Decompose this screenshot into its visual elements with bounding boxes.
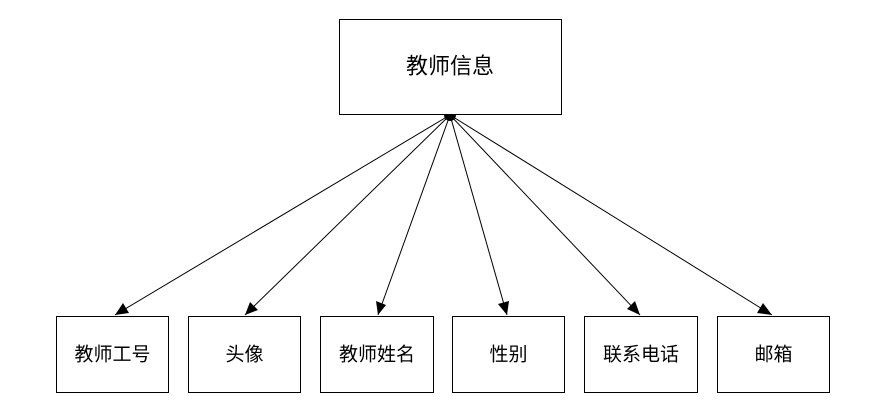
child-node-label: 教师姓名 [339, 344, 415, 366]
edge-to-email [449, 114, 773, 316]
arrowhead-phone [627, 301, 640, 315]
child-node-avatar: 头像 [188, 316, 301, 393]
edge-to-gender [449, 114, 508, 316]
edge-to-avatar [244, 114, 451, 316]
child-node-label: 邮箱 [754, 344, 792, 366]
arrowhead-teacher-name [376, 301, 386, 315]
edge-to-teacher-id [114, 114, 451, 316]
child-node-box [452, 316, 565, 393]
child-node-phone: 联系电话 [584, 316, 698, 393]
child-node-label: 性别 [489, 344, 527, 366]
child-node-gender: 性别 [452, 316, 565, 393]
edge-to-teacher-name [377, 114, 451, 316]
child-node-box [320, 316, 434, 393]
arrowhead-teacher-id [115, 303, 129, 315]
edge-to-phone [449, 114, 641, 316]
child-node-email: 邮箱 [717, 316, 830, 393]
root-node-box [339, 19, 562, 115]
child-node-box [188, 316, 301, 393]
arrowhead-email [757, 303, 772, 315]
arrowhead-avatar [245, 302, 258, 315]
child-node-label: 头像 [225, 344, 263, 366]
root-node: 教师信息 [339, 19, 562, 115]
child-node-box [56, 316, 169, 393]
child-node-label: 教师工号 [74, 344, 150, 366]
edges [114, 114, 773, 316]
arrowhead-gender [498, 301, 509, 315]
child-node-teacher-id: 教师工号 [56, 316, 169, 393]
child-node-box [717, 316, 830, 393]
child-node-teacher-name: 教师姓名 [320, 316, 434, 393]
root-node-label: 教师信息 [406, 55, 494, 80]
child-node-label: 联系电话 [603, 344, 679, 366]
child-node-box [584, 316, 698, 393]
